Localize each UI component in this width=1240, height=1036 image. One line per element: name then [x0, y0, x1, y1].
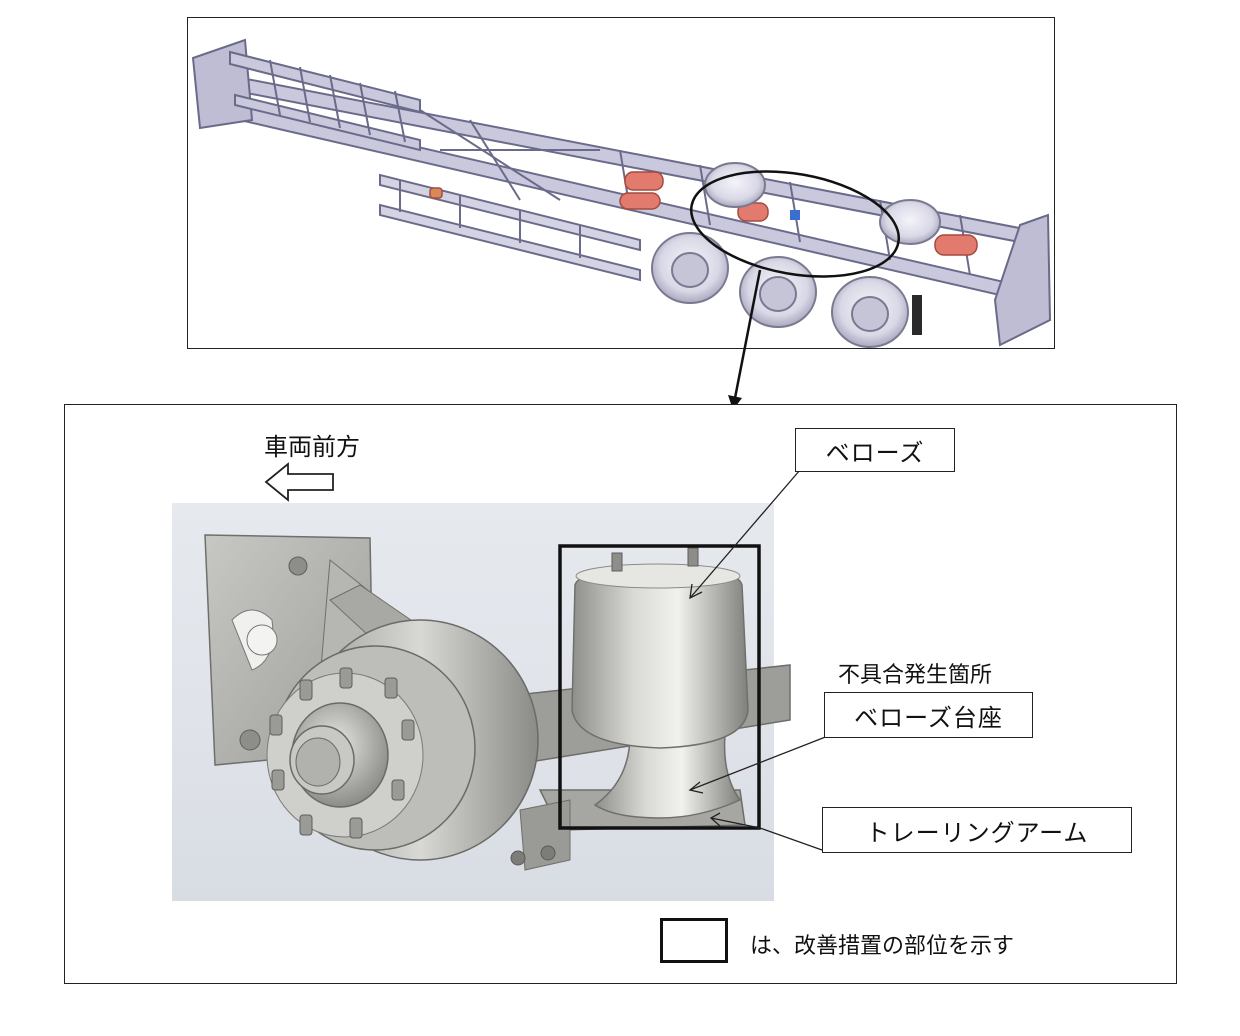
trailer-overview-frame [187, 17, 1055, 349]
suspension-highlight-ellipse [689, 170, 901, 278]
zoom-arrow [728, 269, 762, 410]
chassis-frame [191, 38, 1052, 347]
bellows-seat-label: ベローズ台座 [824, 692, 1033, 738]
improvement-highlight-box [558, 544, 761, 830]
brake-drum [266, 619, 539, 861]
blue-component [790, 210, 800, 220]
legend-text: は、改善措置の部位を示す [750, 934, 1015, 959]
front-direction-arrow [264, 462, 334, 502]
trailing-arm-label: トレーリングアーム [822, 807, 1132, 853]
leader-lines [689, 469, 829, 851]
mud-flap [912, 295, 922, 335]
air-bellows-part [571, 547, 749, 749]
legend-swatch [660, 918, 728, 963]
arm-clamp [519, 799, 571, 871]
bellows-seat-part [593, 734, 742, 819]
defect-location-label: 不具合発生箇所 [838, 663, 993, 688]
bellows-label: ベローズ [795, 428, 955, 472]
vehicle-front-label: 車両前方 [264, 433, 360, 461]
